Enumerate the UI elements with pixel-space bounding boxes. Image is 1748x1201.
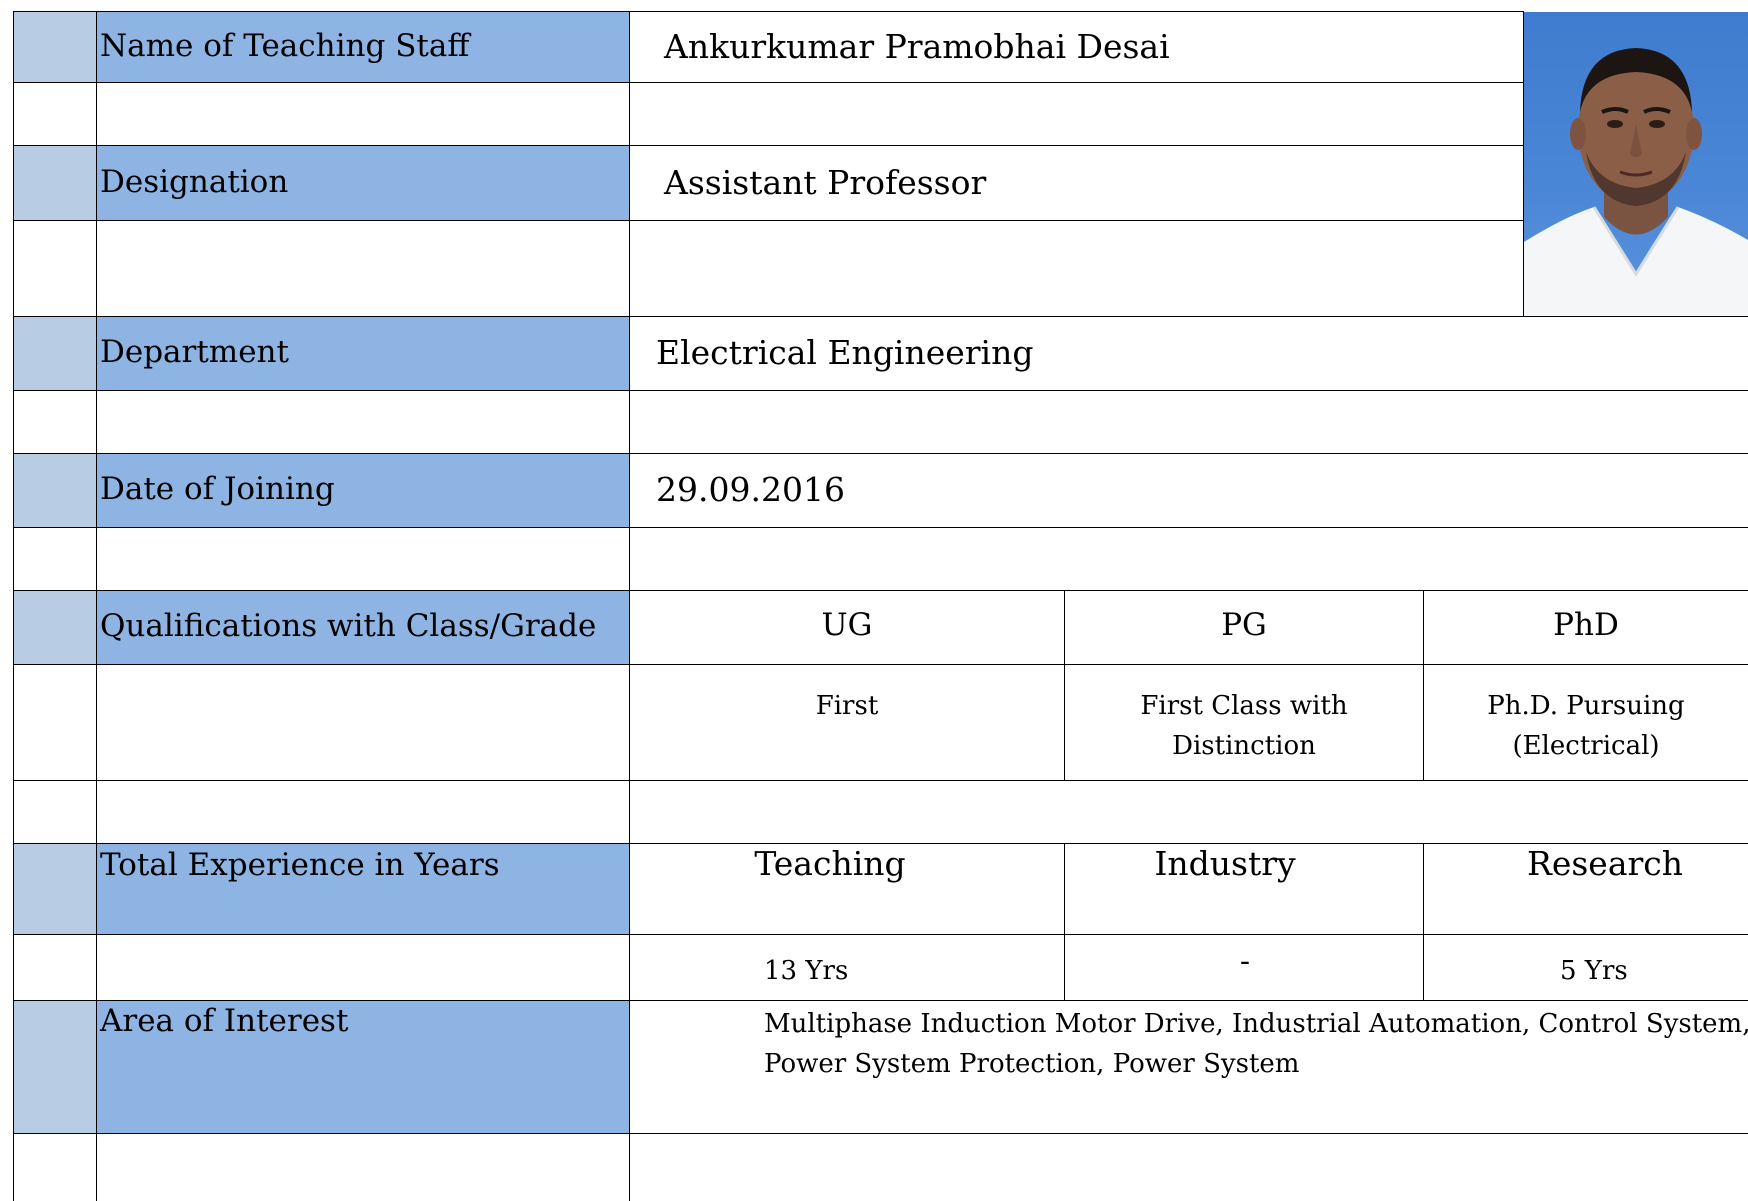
qualification-header-phd: PhD bbox=[1553, 607, 1619, 643]
designation-value: Assistant Professor bbox=[664, 163, 987, 202]
label-fill-experience bbox=[97, 843, 629, 934]
qualification-value-phd-line1: Ph.D. Pursuing bbox=[1487, 691, 1685, 721]
interest-line-2: Power System Protection, Power System bbox=[764, 1049, 1300, 1079]
name-value: Ankurkumar Pramobhai Desai bbox=[664, 27, 1170, 66]
joining-value: 29.09.2016 bbox=[656, 470, 845, 509]
label-fill-qualifications bbox=[97, 590, 629, 664]
department-value: Electrical Engineering bbox=[656, 333, 1034, 372]
experience-header-research: Research bbox=[1526, 844, 1684, 883]
label-fill-interest bbox=[97, 1000, 629, 1133]
experience-header-industry: Industry bbox=[1154, 844, 1296, 883]
interest-line-1: Multiphase Induction Motor Drive, Indust… bbox=[764, 1009, 1748, 1039]
qualification-value-ug: First bbox=[815, 691, 879, 721]
margin-fill-department bbox=[14, 316, 97, 390]
interest-label: Area of Interest bbox=[100, 1003, 349, 1039]
margin-fill-interest bbox=[14, 1000, 97, 1133]
experience-value-research: 5 Yrs bbox=[1560, 956, 1628, 986]
department-label: Department bbox=[100, 334, 289, 370]
qualification-value-pg-line1: First Class with bbox=[1140, 691, 1348, 721]
qualification-value-pg-line2: Distinction bbox=[1172, 731, 1316, 761]
qualification-header-pg: PG bbox=[1221, 607, 1267, 643]
staff-photo bbox=[1524, 12, 1748, 316]
label-fill-name bbox=[97, 12, 629, 82]
qualification-header-ug: UG bbox=[821, 607, 873, 643]
experience-label: Total Experience in Years bbox=[100, 847, 500, 883]
margin-fill-name bbox=[14, 12, 97, 82]
portrait-illustration bbox=[1524, 48, 1748, 316]
label-fill-department bbox=[97, 316, 629, 390]
qualifications-label: Qualifications with Class/Grade bbox=[100, 608, 597, 644]
margin-fill-designation bbox=[14, 146, 97, 220]
margin-fill-experience bbox=[14, 843, 97, 934]
designation-label: Designation bbox=[100, 164, 289, 200]
experience-header-teaching: Teaching bbox=[754, 844, 906, 883]
margin-fill-joining bbox=[14, 453, 97, 527]
experience-value-teaching: 13 Yrs bbox=[764, 956, 849, 986]
name-label: Name of Teaching Staff bbox=[100, 28, 470, 64]
experience-value-industry: - bbox=[1239, 944, 1251, 979]
label-fill-designation bbox=[97, 146, 629, 220]
margin-fill-qualifications bbox=[14, 590, 97, 664]
joining-label: Date of Joining bbox=[100, 471, 335, 507]
qualification-value-phd-line2: (Electrical) bbox=[1512, 731, 1660, 761]
label-fill-joining bbox=[97, 453, 629, 527]
